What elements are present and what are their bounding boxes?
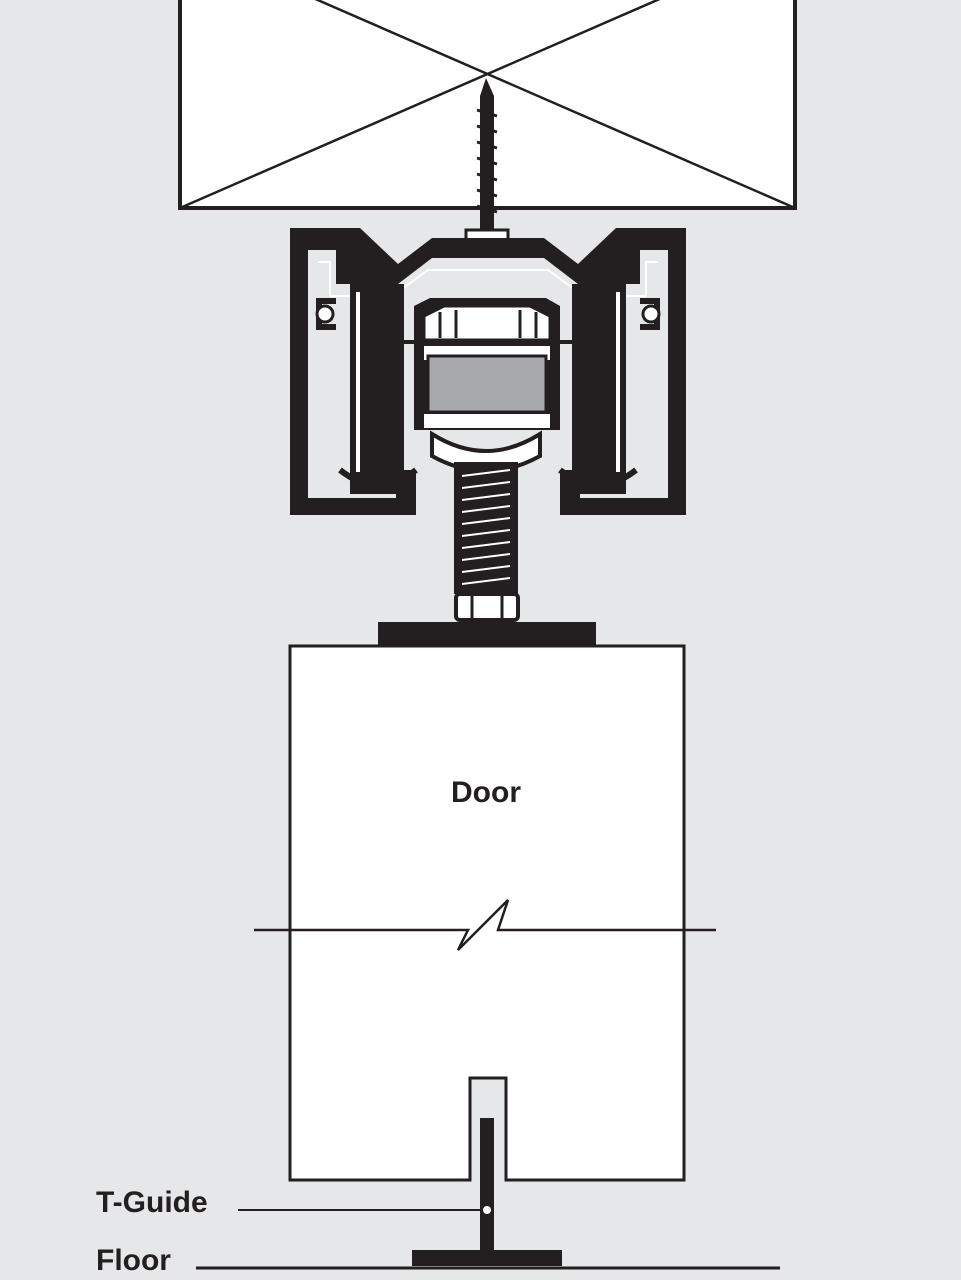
door-panel	[288, 644, 686, 1182]
mounting-plate	[378, 622, 596, 646]
floor-label: Floor	[96, 1244, 171, 1277]
roller-carriage	[404, 298, 572, 473]
mounting-screw	[464, 78, 510, 244]
break-line	[254, 899, 716, 951]
t-guide-label: T-Guide	[96, 1186, 208, 1219]
track-profile	[290, 228, 686, 515]
t-guide	[412, 1118, 562, 1266]
threaded-bolt	[454, 462, 520, 622]
door-label: Door	[451, 776, 521, 809]
